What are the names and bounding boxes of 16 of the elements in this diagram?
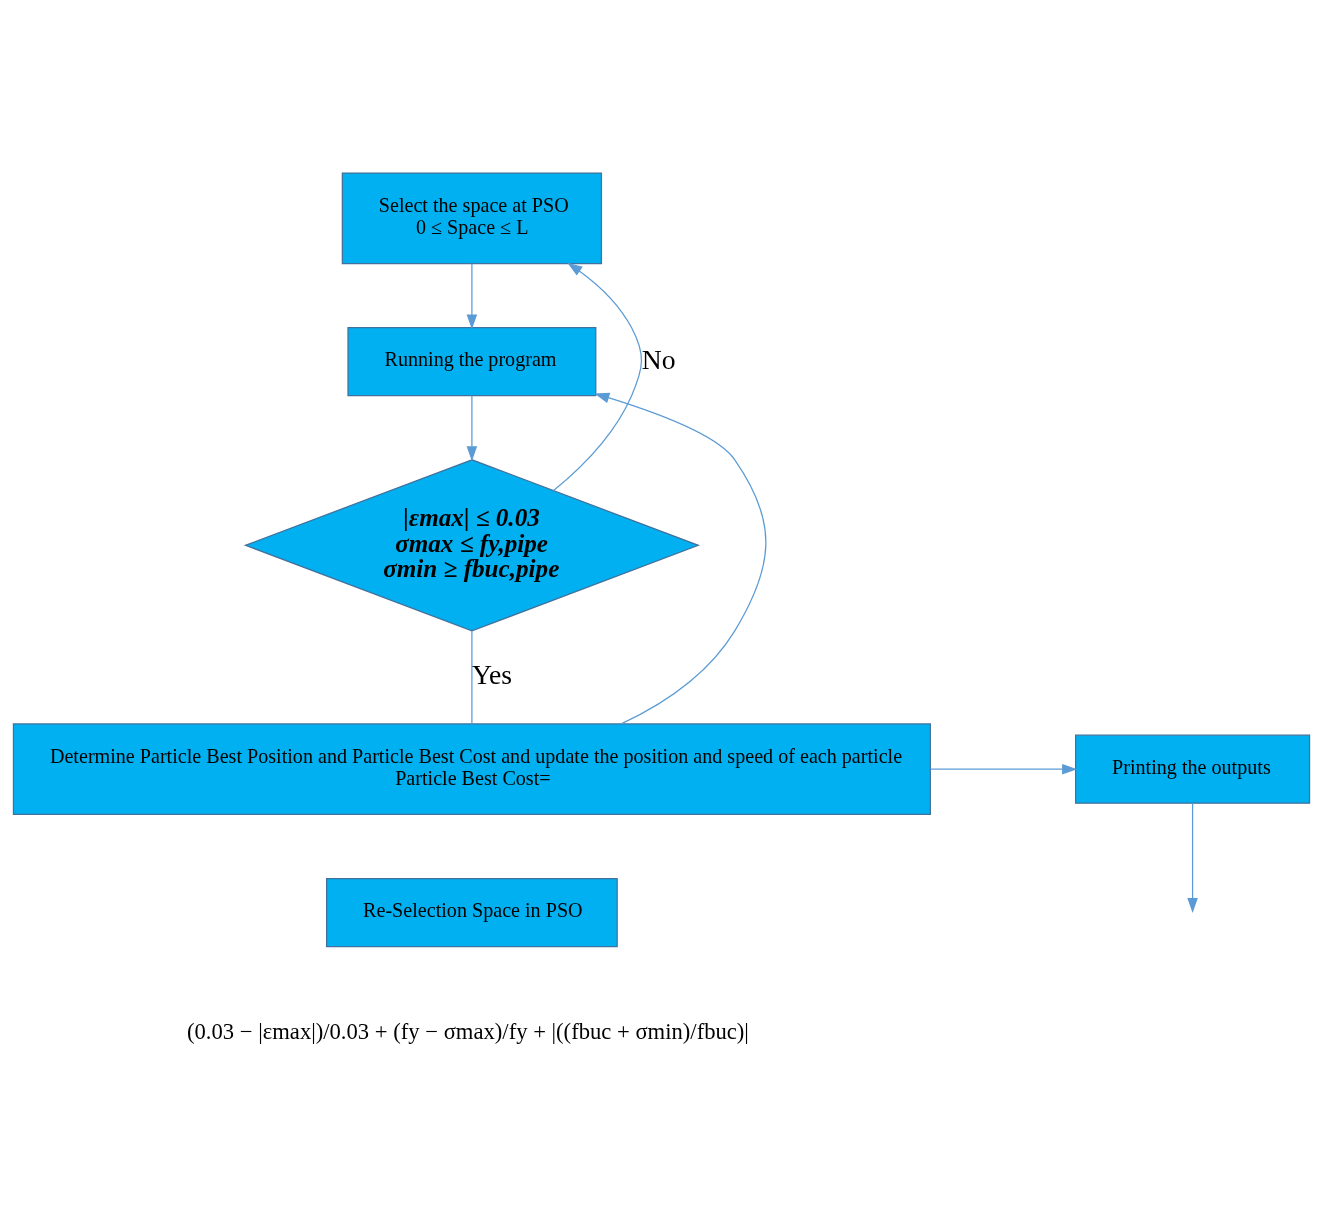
label: (0.03 − |εmax|)/0.03 + (fy − σmax)/fy + |((fbuc + σmin)/fbuc)| (187, 1018, 749, 1044)
arrow (466, 263, 478, 330)
arrow (552, 262, 643, 492)
connector (471, 630, 473, 725)
node-box: Running the program (347, 327, 597, 397)
node-box: Printing the outputs (1074, 734, 1311, 804)
arrow (1187, 802, 1198, 914)
arrow (594, 392, 767, 725)
arrow (466, 395, 478, 462)
node-box: Select the space at PSO 0 ≤ Space ≤ L (341, 172, 603, 265)
arrow (929, 763, 1078, 775)
node-box: Re-Selection Space in PSO (326, 878, 618, 948)
edge-label: Yes (471, 659, 513, 691)
edge-label: No (641, 343, 676, 375)
node-box: Determine Particle Best Position and Particle Best Cost and update the position and speed of each particle Particle Best Cost= (12, 723, 931, 816)
node-diamond: |εmax| ≤ 0.03 σmax ≤ fy,pipe σmin ≥ fbuc,pipe (243, 459, 701, 632)
